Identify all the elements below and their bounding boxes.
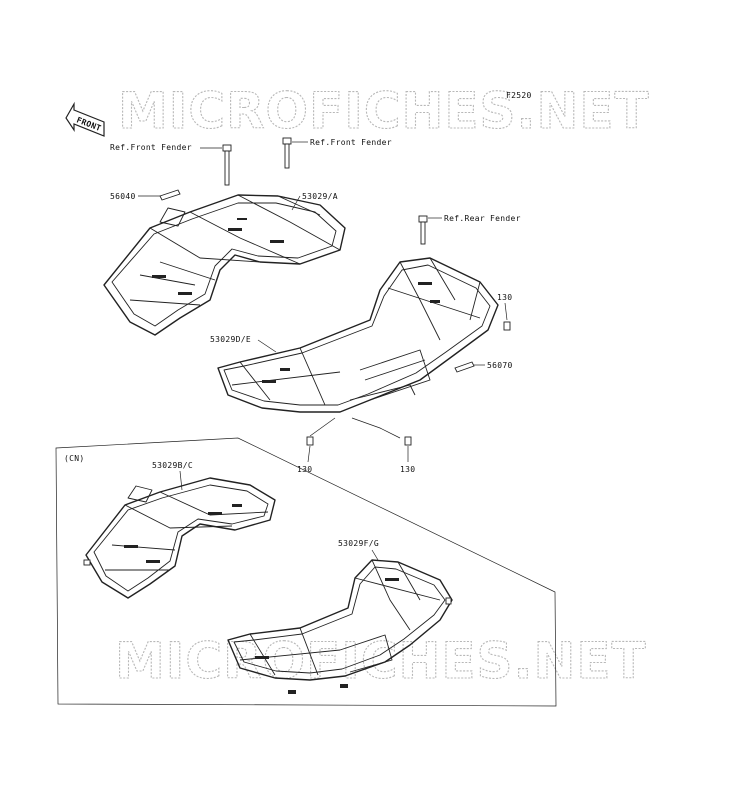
cn-front-carrier-rack bbox=[83, 477, 276, 599]
callout-56040: 56040 bbox=[110, 192, 136, 201]
callout-130-right: 130 bbox=[497, 293, 512, 302]
callout-ref-front-fender-left: Ref.Front Fender bbox=[110, 143, 192, 152]
callout-130-bottom-left: 130 bbox=[297, 465, 312, 474]
watermark-bottom: MICROFICHES.NET bbox=[115, 632, 647, 690]
figure-code: F2520 bbox=[506, 91, 532, 100]
bolt-130-bottom-left bbox=[306, 436, 314, 446]
callout-53029A: 53029/A bbox=[302, 192, 338, 201]
callout-ref-front-fender-right: Ref.Front Fender bbox=[310, 138, 392, 147]
callout-130-bottom-right: 130 bbox=[400, 465, 415, 474]
bolt-130-bottom-right bbox=[404, 436, 412, 446]
rear-fender-bolt bbox=[418, 215, 428, 245]
front-left-bolt bbox=[222, 144, 232, 186]
cn-rear-carrier-rack bbox=[227, 559, 453, 694]
callout-53029DE: 53029D/E bbox=[210, 335, 251, 344]
decal-56040 bbox=[159, 189, 181, 201]
cn-variant-box bbox=[55, 437, 557, 707]
callout-56070: 56070 bbox=[487, 361, 513, 370]
callout-cn: (CN) bbox=[64, 454, 84, 463]
decal-56070 bbox=[454, 361, 475, 373]
watermark-top: MICROFICHES.NET bbox=[118, 82, 650, 140]
front-arrow-icon: FRONT bbox=[65, 101, 105, 137]
callout-ref-rear-fender: Ref.Rear Fender bbox=[444, 214, 521, 223]
rear-carrier-rack bbox=[217, 257, 499, 413]
callout-53029BC: 53029B/C bbox=[152, 461, 193, 470]
bolt-130-right bbox=[503, 321, 511, 331]
front-right-bolt bbox=[282, 137, 292, 169]
callout-53029FG: 53029F/G bbox=[338, 539, 379, 548]
front-carrier-rack bbox=[103, 194, 346, 336]
